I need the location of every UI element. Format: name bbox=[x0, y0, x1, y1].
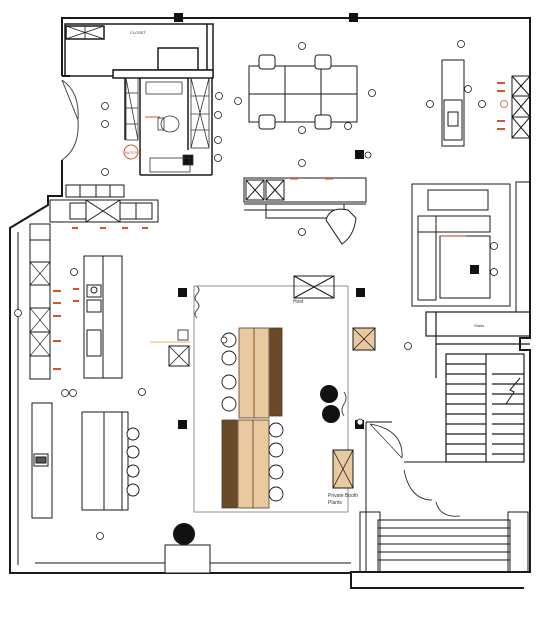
plant-trail bbox=[341, 391, 347, 417]
callout-red-marker bbox=[500, 100, 508, 108]
dining-zone-outline bbox=[193, 285, 349, 513]
prep-island bbox=[83, 255, 123, 379]
back-console bbox=[243, 177, 367, 219]
outer-walls bbox=[9, 17, 531, 589]
top-right-fixtures bbox=[441, 59, 531, 147]
bottom-opening bbox=[164, 544, 211, 574]
water-meter-label: WATER bbox=[125, 151, 138, 155]
right-lounge bbox=[411, 181, 531, 313]
left-wall-cabinets bbox=[29, 223, 51, 380]
private-booth-label-2: Plants bbox=[328, 500, 342, 506]
square-table-left bbox=[168, 345, 190, 367]
entry-door bbox=[61, 79, 79, 161]
right-doors bbox=[365, 421, 524, 572]
partition-wave bbox=[194, 285, 200, 319]
communal-tables bbox=[221, 327, 283, 509]
private-booth-label-1: Private Booth bbox=[328, 493, 358, 499]
bar-stools bbox=[126, 427, 140, 497]
host-stand bbox=[293, 275, 335, 299]
potted-plants bbox=[173, 385, 340, 545]
private-booth bbox=[332, 449, 354, 489]
lounge-chair bbox=[325, 208, 357, 245]
red-notes-right bbox=[290, 82, 505, 180]
dining-chairs bbox=[221, 332, 284, 502]
red-annotations-left bbox=[53, 227, 148, 370]
stairs-label: Stairs bbox=[474, 323, 484, 328]
office-chairs bbox=[258, 54, 332, 130]
small-fixtures bbox=[177, 151, 372, 426]
desk-cluster bbox=[248, 65, 358, 123]
entry-steps bbox=[359, 511, 529, 573]
shelving-units bbox=[125, 77, 210, 173]
host-label: Host bbox=[293, 299, 304, 305]
stairwell bbox=[425, 311, 531, 463]
back-of-house bbox=[64, 23, 214, 176]
callout-markers bbox=[14, 40, 498, 540]
service-counter bbox=[49, 184, 159, 223]
lower-bar-counter bbox=[31, 402, 129, 519]
closet-label: CLOSET bbox=[130, 30, 147, 35]
square-table-right bbox=[352, 327, 376, 351]
water-meter-symbol bbox=[123, 144, 139, 160]
